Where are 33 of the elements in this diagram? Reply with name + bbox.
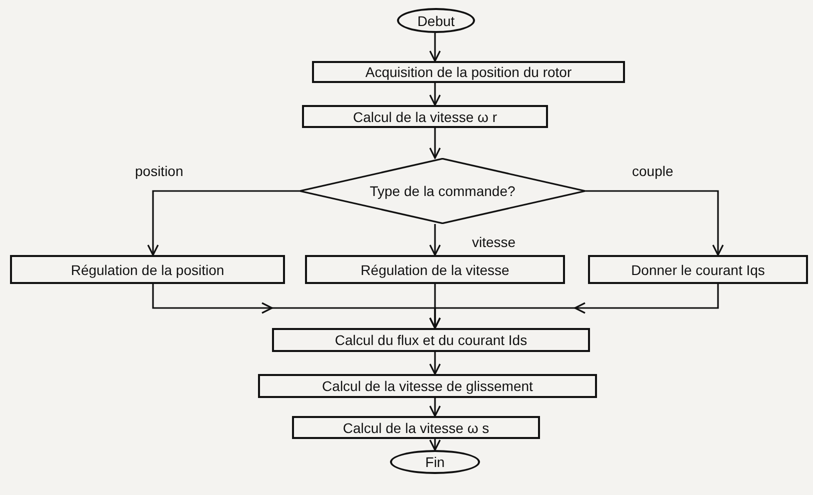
process-box <box>302 105 548 128</box>
process-box <box>312 61 625 83</box>
arrow <box>429 398 441 417</box>
node-text: Calcul de la vitesse ω r <box>353 108 497 124</box>
process-box <box>292 416 540 439</box>
node-text: Calcul de la vitesse ω s <box>342 420 490 436</box>
process-box <box>588 255 808 284</box>
node-text: Calcul de la vitesse de glissement <box>322 378 533 394</box>
node-text: Calcul du flux et du courant Ids <box>334 332 528 348</box>
arrow <box>429 128 441 159</box>
edge-label: vitesse <box>472 234 516 250</box>
node-text: Régulation de la position <box>70 262 224 278</box>
edge-label: couple <box>632 163 674 179</box>
node-text: Fin <box>425 454 445 470</box>
decision-diamond <box>300 158 585 224</box>
node-text: Type de la commande? <box>370 183 516 199</box>
process-box <box>305 255 565 284</box>
arrow <box>585 190 724 256</box>
arrow <box>147 190 300 256</box>
process-box <box>258 374 597 398</box>
arrow <box>429 284 719 329</box>
node-text: Donner le courant Iqs <box>631 262 765 278</box>
process-box <box>272 328 590 352</box>
arrow <box>429 439 441 451</box>
node-text: Acquisition de la position du rotor <box>365 64 572 80</box>
arrow <box>429 224 441 256</box>
arrow <box>429 352 441 375</box>
node-text: Régulation de la vitesse <box>360 262 510 278</box>
arrow <box>429 33 441 62</box>
arrow <box>429 83 441 106</box>
process-box <box>10 255 285 284</box>
node-text: Debut <box>417 12 455 28</box>
edge-label: position <box>135 163 184 179</box>
